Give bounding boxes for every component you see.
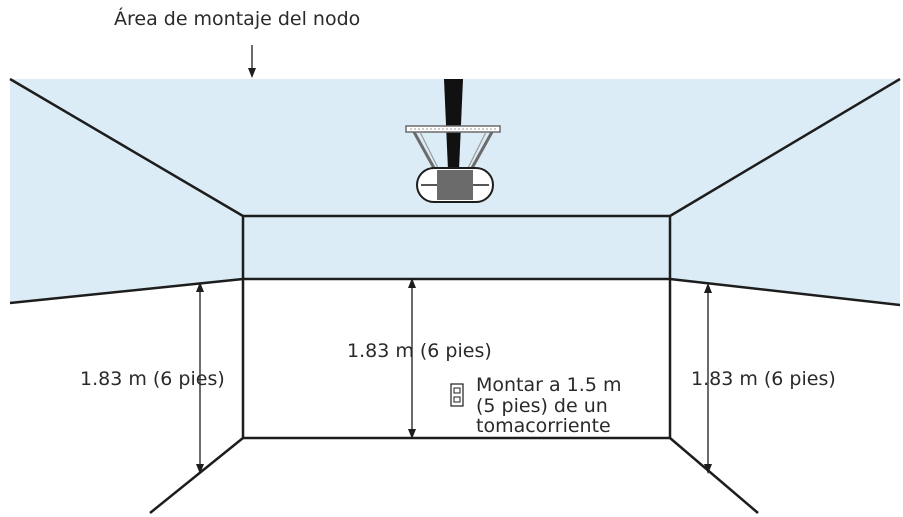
outlet-note-line-3: tomacorriente	[476, 415, 611, 437]
ceiling-edge-right	[669, 77, 901, 218]
ceiling-edge-left	[9, 77, 244, 218]
power-outlet-icon	[450, 383, 464, 407]
dimension-label-right: 1.83 m (6 pies)	[691, 368, 836, 390]
zone-boundary-left	[9, 277, 244, 305]
outlet-note-line-2: (5 pies) de un	[476, 395, 608, 417]
floor-edge-left	[149, 437, 244, 514]
outlet-note-line-1: Montar a 1.5 m	[476, 374, 621, 396]
floor-edge-right	[669, 437, 759, 514]
dimension-label-left: 1.83 m (6 pies)	[80, 368, 225, 390]
mount-area-label: Área de montaje del nodo	[114, 7, 360, 30]
dimension-label-center: 1.83 m (6 pies)	[347, 340, 492, 362]
ceiling-node-device-icon	[405, 79, 501, 203]
